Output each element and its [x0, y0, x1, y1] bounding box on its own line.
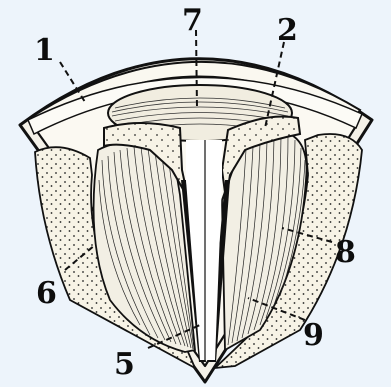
label-7: 7 — [182, 3, 203, 38]
label-8: 8 — [335, 235, 356, 270]
label-6: 6 — [36, 276, 57, 311]
label-2: 2 — [277, 13, 298, 48]
label-1: 1 — [34, 33, 55, 68]
label-9: 9 — [303, 318, 324, 353]
label-5: 5 — [114, 347, 135, 382]
